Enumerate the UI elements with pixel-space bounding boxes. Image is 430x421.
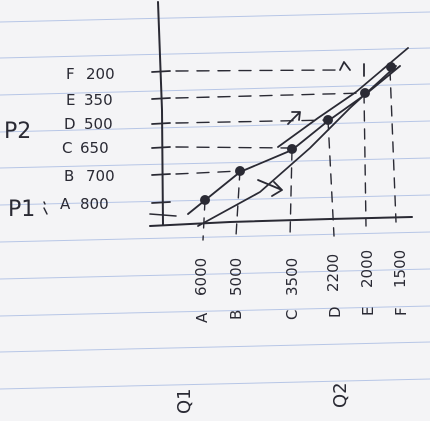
data-points [200, 62, 396, 205]
ruled-lines [0, 11, 430, 390]
p1-label: P1 [8, 197, 35, 222]
y-row-values: 200 350 500 650 700 800 [80, 65, 115, 213]
x-column-value: 3500 [283, 258, 301, 296]
y-row-value: 350 [84, 91, 113, 109]
y-row-value: 800 [80, 195, 109, 213]
y-axis-origin-tick [149, 213, 177, 217]
shift-arrow-mid [287, 111, 301, 125]
y-axis-line [157, 1, 164, 226]
x-column-value: 1500 [391, 250, 409, 288]
y-row-letter: A [60, 195, 71, 213]
point-d [323, 115, 333, 125]
demand-curve-1 [187, 65, 401, 215]
vertical-dashed-guides [202, 69, 397, 241]
shift-arrow-upper [339, 61, 365, 77]
q1-label: Q1 [174, 388, 195, 414]
y-row-letter: D [64, 115, 76, 133]
point-f [386, 62, 396, 72]
y-axis-ticks [151, 70, 171, 204]
y-row-letter: F [66, 65, 75, 83]
x-column-values: 6000 5000 3500 2200 2000 1500 [192, 250, 409, 296]
y-row-value: 700 [86, 167, 115, 185]
y-row-value: 500 [84, 115, 113, 133]
x-column-letter: B [227, 310, 245, 320]
horizontal-dashed-guides [175, 69, 365, 175]
x-column-value: 5000 [227, 258, 245, 296]
x-column-letter: F [392, 307, 410, 316]
x-column-value: 2000 [358, 250, 376, 288]
p1-separator [43, 201, 48, 215]
q2-label: Q2 [330, 382, 351, 408]
point-b [235, 166, 245, 176]
y-row-letter: E [66, 91, 75, 109]
x-axis-line [149, 216, 413, 227]
x-column-letters: A B C D E F [193, 306, 410, 323]
x-column-value: 6000 [192, 258, 210, 296]
x-column-letter: A [193, 312, 211, 323]
y-row-letters: F E D C B A [60, 65, 76, 213]
y-row-value: 650 [80, 139, 109, 157]
shift-arrow-lower [257, 179, 283, 197]
point-a [200, 195, 210, 205]
demand-curve-3 [277, 47, 409, 148]
x-column-letter: D [326, 306, 344, 318]
x-column-letter: E [359, 307, 377, 316]
point-e [360, 88, 370, 98]
y-row-letter: B [64, 167, 74, 185]
x-column-letter: C [283, 310, 301, 320]
point-c [287, 144, 297, 154]
x-column-value: 2200 [324, 254, 342, 292]
p2-label: P2 [4, 119, 31, 144]
y-row-value: 200 [86, 65, 115, 83]
y-row-letter: C [62, 139, 72, 157]
